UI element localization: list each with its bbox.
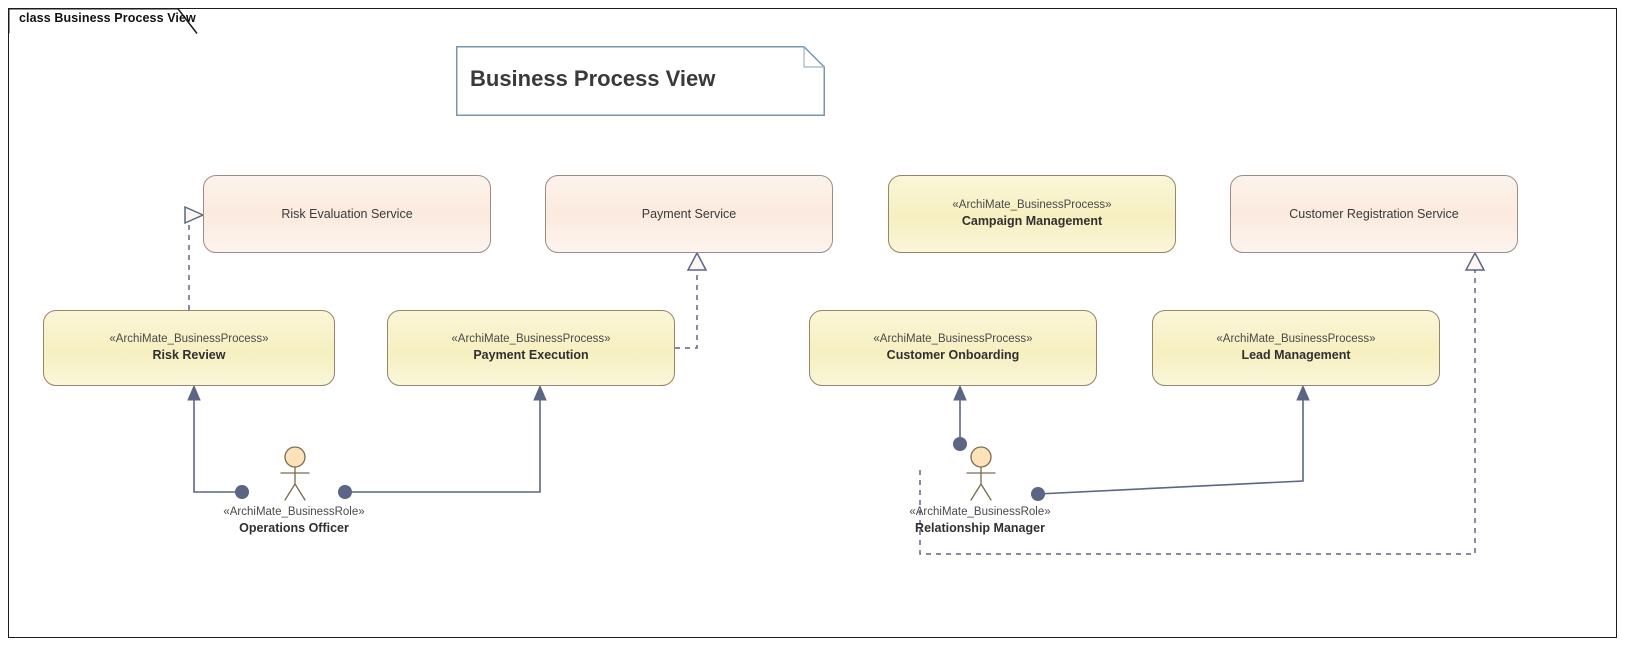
actor-stereotype: «ArchiMate_BusinessRole» [223, 506, 365, 518]
title-note-shape [456, 46, 825, 116]
node-lead-management[interactable]: «ArchiMate_BusinessProcess» Lead Managem… [1152, 310, 1440, 386]
node-customer-registration-service[interactable]: Customer Registration Service [1230, 175, 1518, 253]
actor-head-icon [970, 446, 992, 468]
node-name: Payment Service [641, 206, 737, 221]
node-payment-service[interactable]: Payment Service [545, 175, 833, 253]
actor-body-icon [966, 466, 996, 501]
node-name: Lead Management [1241, 348, 1351, 363]
node-name: Customer Registration Service [1289, 206, 1459, 221]
node-stereotype: «ArchiMate_BusinessProcess» [451, 333, 611, 346]
node-name: Payment Execution [473, 348, 589, 363]
node-risk-evaluation-service[interactable]: Risk Evaluation Service [203, 175, 491, 253]
node-customer-onboarding[interactable]: «ArchiMate_BusinessProcess» Customer Onb… [809, 310, 1097, 386]
node-name: Risk Review [152, 348, 226, 363]
actor-relationship-manager[interactable] [960, 446, 1002, 502]
diagram-frame-tab [8, 8, 198, 34]
actor-operations-officer[interactable] [274, 446, 316, 502]
node-campaign-management[interactable]: «ArchiMate_BusinessProcess» Campaign Man… [888, 175, 1176, 253]
actor-stereotype: «ArchiMate_BusinessRole» [909, 506, 1051, 518]
node-stereotype: «ArchiMate_BusinessProcess» [873, 333, 1033, 346]
diagram-frame-tab-label: class Business Process View [19, 11, 196, 25]
node-name: Risk Evaluation Service [281, 206, 413, 221]
title-note-label: Business Process View [470, 66, 716, 91]
node-stereotype: «ArchiMate_BusinessProcess» [109, 333, 269, 346]
actor-name: Relationship Manager [915, 521, 1045, 536]
actor-head-icon [284, 446, 306, 468]
diagram-frame-border [8, 8, 1617, 638]
node-stereotype: «ArchiMate_BusinessProcess» [952, 199, 1112, 212]
node-risk-review[interactable]: «ArchiMate_BusinessProcess» Risk Review [43, 310, 335, 386]
actor-label-operations-officer: «ArchiMate_BusinessRole» Operations Offi… [223, 505, 364, 537]
node-name: Customer Onboarding [886, 348, 1020, 363]
actor-body-icon [280, 466, 310, 501]
actor-label-relationship-manager: «ArchiMate_BusinessRole» Relationship Ma… [909, 505, 1050, 537]
node-name: Campaign Management [961, 214, 1103, 229]
actor-name: Operations Officer [239, 521, 349, 536]
node-payment-execution[interactable]: «ArchiMate_BusinessProcess» Payment Exec… [387, 310, 675, 386]
node-stereotype: «ArchiMate_BusinessProcess» [1216, 333, 1376, 346]
